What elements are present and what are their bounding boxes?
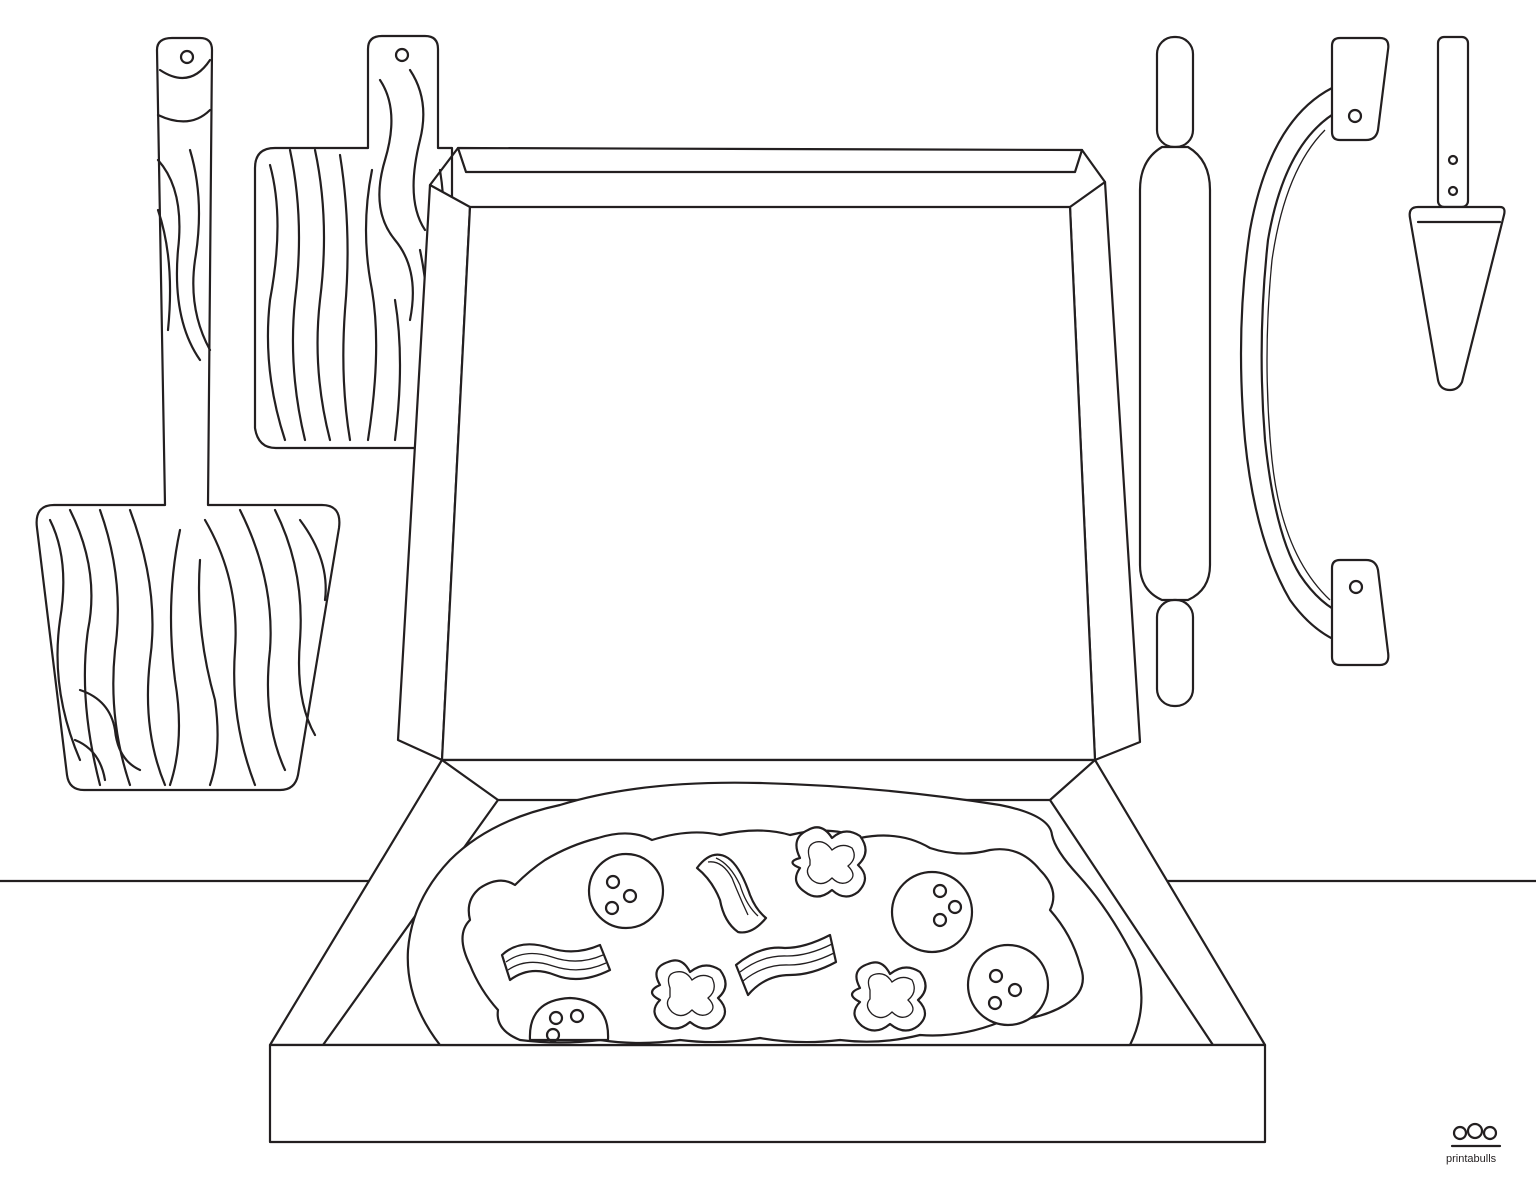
green-pepper — [652, 960, 726, 1028]
printabulls-logo: printabulls — [1446, 1124, 1500, 1165]
pepperoni — [892, 872, 972, 952]
bacon — [736, 935, 836, 995]
pizza — [408, 783, 1142, 1045]
pizza-peel-large — [37, 38, 340, 790]
bacon — [502, 944, 610, 980]
green-pepper — [793, 827, 866, 896]
logo-text: printabulls — [1446, 1153, 1497, 1165]
rolling-pin — [1140, 37, 1210, 706]
pizza-cutter — [1241, 38, 1388, 665]
pepperoni — [589, 854, 663, 928]
pizza-server — [1410, 37, 1505, 390]
green-pepper — [852, 962, 926, 1030]
pizza-box-lid — [398, 148, 1140, 760]
pepperoni — [968, 945, 1048, 1025]
pepperoni — [530, 998, 608, 1041]
bacon — [697, 855, 766, 933]
cutting-board — [255, 36, 452, 448]
